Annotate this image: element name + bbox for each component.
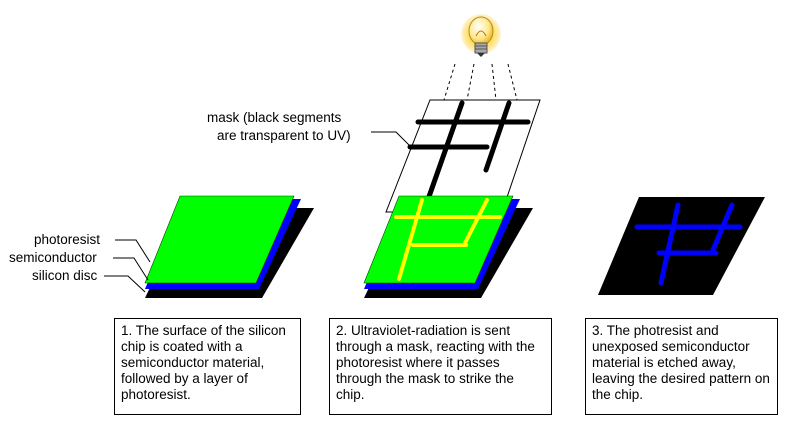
mask (385, 99, 541, 213)
chip-2 (363, 195, 533, 298)
chip-1 (144, 195, 314, 298)
photoresist-label: photoresist (34, 232, 100, 247)
mask-leader-line (371, 131, 411, 147)
mask-label-line2: are transparent to UV) (217, 128, 351, 143)
etched-pattern (634, 202, 743, 286)
silicon-disc-3 (598, 197, 765, 295)
light-bulb-icon (461, 14, 501, 57)
uv-rays (443, 63, 518, 101)
layer-leader-lines (104, 239, 151, 293)
step-1-caption: 1. The surface of the silicon chip is co… (114, 318, 301, 415)
photoresist-layer (144, 195, 295, 284)
step-3-caption: 3. The photresist and unexposed semicond… (585, 318, 778, 415)
mask-label-line1: mask (black segments (207, 110, 342, 125)
semiconductor-label: semiconductor (9, 250, 97, 265)
chip-3 (598, 197, 765, 295)
step-2-caption: 2. Ultraviolet-radiation is sent through… (329, 318, 552, 415)
silicon-disc-label: silicon disc (32, 268, 98, 283)
uv-exposed-pattern (394, 198, 502, 281)
